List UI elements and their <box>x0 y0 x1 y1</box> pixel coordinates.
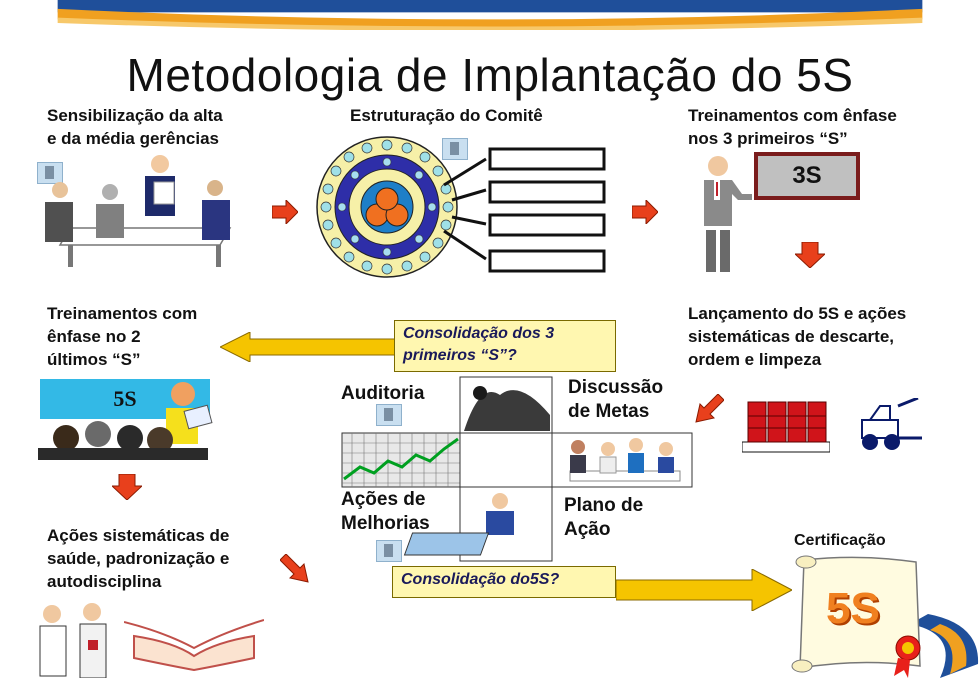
callout-consolidacao-3s-line1: Consolidação dos 3 <box>403 323 607 345</box>
diagonal-arrow-icon <box>280 554 310 584</box>
step-lancamento: Lançamento do 5S e ações sistemáticas de… <box>688 302 906 371</box>
step-lancamento-line3: ordem e limpeza <box>688 348 906 371</box>
right-arrow-icon <box>632 200 658 224</box>
step-acoes-line1: Ações sistemáticas de <box>47 524 229 547</box>
step-estruturacao: Estruturação do Comitê <box>350 104 543 127</box>
step-sensibilizacao-line1: Sensibilização da alta <box>47 104 223 127</box>
doctor-clipart <box>30 600 120 678</box>
step-treinamento-2s: Treinamentos com ênfase no 2 últimos “S” <box>47 302 197 371</box>
presenter-clipart <box>686 150 756 275</box>
step-treinamento-2s-line2: ênfase no 2 <box>47 325 197 348</box>
diagonal-arrow-icon <box>694 394 724 424</box>
handshake-clipart <box>124 612 264 678</box>
step-treinamento-3s-line2: nos 3 primeiros “S” <box>688 127 897 150</box>
step-lancamento-line2: sistemáticas de descarte, <box>688 325 906 348</box>
step-estruturacao-line1: Estruturação do Comitê <box>350 104 543 127</box>
right-arrow-icon <box>616 569 792 611</box>
step-treinamento-2s-line3: últimos “S” <box>47 348 197 371</box>
committee-diagram <box>314 135 614 280</box>
forklift-clipart <box>852 398 924 452</box>
callout-consolidacao-3s: Consolidação dos 3 primeiros “S”? <box>394 320 616 372</box>
step-treinamento-2s-line1: Treinamentos com <box>47 302 197 325</box>
label-certificacao: Certificação <box>794 532 886 550</box>
step-lancamento-line1: Lançamento do 5S e ações <box>688 302 906 325</box>
step-treinamento-3s-line1: Treinamentos com ênfase <box>688 104 897 127</box>
barrels-clipart <box>742 398 830 454</box>
step-acoes-sistematicas: Ações sistemáticas de saúde, padronizaçã… <box>47 524 229 593</box>
scroll-icon <box>790 554 980 678</box>
board-3s: 3S <box>754 152 860 200</box>
step-acoes-line3: autodisciplina <box>47 570 229 593</box>
left-arrow-icon <box>220 332 400 362</box>
step-sensibilizacao-line2: e da média gerências <box>47 127 223 150</box>
callout-consolidacao-3s-line2: primeiros “S”? <box>403 345 607 367</box>
top-band <box>0 0 980 30</box>
certificate-5s-badge: 5S <box>826 584 880 634</box>
step-acoes-line2: saúde, padronização e <box>47 547 229 570</box>
step-treinamento-3s: Treinamentos com ênfase nos 3 primeiros … <box>688 104 897 150</box>
callout-consolidacao-5s: Consolidação do5S? <box>392 566 616 598</box>
classroom-clipart <box>38 378 218 460</box>
center-quadrants <box>340 375 696 565</box>
down-arrow-icon <box>112 474 142 500</box>
page-title: Metodologia de Implantação do 5S <box>0 48 980 102</box>
step-sensibilizacao: Sensibilização da alta e da média gerênc… <box>47 104 223 150</box>
right-arrow-icon <box>272 200 298 224</box>
down-arrow-icon <box>795 242 825 268</box>
meeting-clipart <box>30 150 250 270</box>
